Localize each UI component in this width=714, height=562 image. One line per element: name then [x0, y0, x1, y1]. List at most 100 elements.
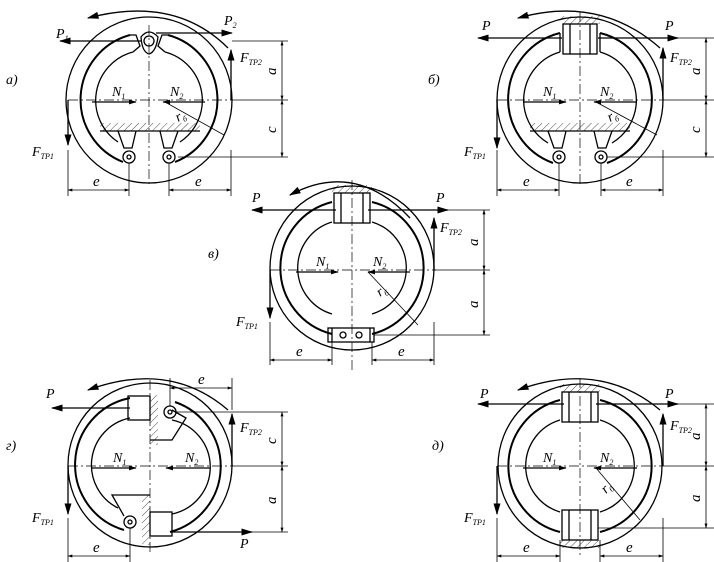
- pin-left-bracket: [547, 130, 567, 149]
- panel-b: б) P P N1 N2 FТР1 FТР: [428, 10, 714, 196]
- dim-e-text: e: [198, 372, 205, 388]
- shoe-right-inner: [599, 419, 635, 513]
- label-p1: P1: [55, 27, 69, 43]
- support-hatch: [100, 123, 200, 131]
- label-rb: rб: [374, 282, 392, 301]
- pin-right-center: [598, 154, 604, 160]
- panel-g: г) P P N1 N2 FТР1 FТР2: [6, 372, 288, 562]
- label-p-right: P: [239, 537, 249, 552]
- label-n2: N2: [599, 451, 613, 467]
- label-n1: N1: [112, 451, 126, 467]
- shoe-left-outer: [507, 32, 561, 164]
- shoe-left-outer: [279, 201, 333, 335]
- shoe-left-inner: [297, 221, 333, 315]
- label-ftr1: FТР1: [463, 511, 486, 527]
- label-n1: N1: [542, 85, 556, 101]
- shoe-right-inner: [371, 221, 407, 315]
- pin-right-bracket: [159, 130, 179, 149]
- shoe-right-outer: [169, 401, 222, 533]
- dim-e-text: e: [296, 344, 303, 360]
- rotation-arrow: [86, 10, 229, 49]
- label-n1: N1: [315, 255, 329, 271]
- label-p-left: P: [481, 19, 491, 34]
- rotation-arrow: [288, 181, 411, 219]
- panel-label: г): [6, 439, 16, 454]
- pin-upper-center: [167, 409, 173, 415]
- dim-a-text: a: [466, 301, 482, 309]
- dim-e-text: e: [195, 174, 202, 190]
- lower-expander: [149, 511, 173, 537]
- shoe-left-inner: [525, 419, 561, 513]
- shoe-right-outer: [371, 201, 425, 335]
- label-n2: N2: [372, 255, 386, 271]
- label-p-left: P: [479, 387, 489, 402]
- shoe-left-inner: [95, 51, 134, 143]
- shoe-right-top: [157, 34, 168, 53]
- shoe-right-outer: [599, 32, 653, 164]
- link-pin: [355, 331, 363, 339]
- shoe-right-outer: [167, 34, 219, 163]
- pin-right-center: [166, 154, 172, 160]
- label-ftr2: FТР2: [239, 421, 262, 437]
- lower-mount-hatch: [142, 495, 150, 545]
- label-p-right: P: [664, 387, 674, 402]
- shoe-left-inner: [90, 417, 131, 509]
- panel-d: д) P P N1 N2 FТР1 FТР2 rб a: [432, 378, 714, 562]
- floating-link: [327, 327, 375, 343]
- dim-a-text: a: [688, 433, 704, 441]
- label-p-left: P: [251, 191, 261, 206]
- pin-left-center: [126, 154, 132, 160]
- upper-pin-bracket: [150, 409, 187, 441]
- shoe-left-outer: [507, 399, 561, 533]
- pin-lower: [123, 515, 137, 529]
- label-ftr1: FТР1: [31, 511, 54, 527]
- label-p2: P2: [223, 14, 237, 30]
- label-n2: N2: [599, 85, 613, 101]
- dim-e-text: e: [398, 344, 405, 360]
- rotation-arrow: [86, 378, 229, 411]
- rotation-arrow: [516, 378, 661, 411]
- label-n1: N1: [111, 85, 125, 101]
- radius-line: [164, 101, 225, 136]
- radius-line: [595, 101, 658, 136]
- shoe-left-outer: [79, 34, 131, 163]
- pin-lower-center: [127, 519, 133, 525]
- dim-e-text: e: [626, 174, 633, 190]
- upper-expander: [127, 395, 151, 421]
- panel-a: а) P1 P2 N1: [6, 10, 288, 196]
- label-n1: N1: [542, 451, 556, 467]
- label-p-right: P: [435, 191, 445, 206]
- shoe-right-outer: [599, 399, 653, 533]
- label-ftr1: FТР1: [31, 145, 54, 161]
- label-ftr1: FТР1: [235, 315, 258, 331]
- shoe-left-top: [130, 34, 141, 53]
- pin-left: [552, 150, 566, 164]
- pin-right-bracket: [593, 130, 613, 149]
- dim-a-text: a: [264, 68, 280, 76]
- pin-right: [594, 150, 608, 164]
- pin-left-bracket: [117, 130, 137, 149]
- label-ftr2: FТР2: [439, 221, 462, 237]
- dim-e-text: e: [93, 540, 100, 556]
- label-ftr2: FТР2: [669, 419, 692, 435]
- shoe-right-inner: [164, 51, 203, 143]
- shoe-right-inner: [171, 419, 211, 515]
- upper-mount-hatch: [150, 395, 158, 445]
- dim-c-text: c: [688, 126, 704, 133]
- label-ftr1: FТР1: [463, 145, 486, 161]
- rotation-arrow: [516, 10, 661, 49]
- panel-label: а): [6, 73, 18, 88]
- panel-label: д): [432, 439, 444, 454]
- label-ftr2: FТР2: [239, 51, 262, 67]
- radius-line: [367, 271, 419, 326]
- cam: [140, 31, 159, 55]
- dim-e-text: e: [626, 540, 633, 556]
- shoe-left-inner: [523, 51, 561, 144]
- lower-pin-bracket: [110, 494, 150, 517]
- dim-a-text: a: [264, 497, 280, 505]
- label-p-right: P: [664, 19, 674, 34]
- label-ftr2: FТР2: [669, 51, 692, 67]
- label-p-left: P: [45, 387, 55, 402]
- radius-line: [595, 467, 641, 521]
- dim-a-text: a: [688, 68, 704, 76]
